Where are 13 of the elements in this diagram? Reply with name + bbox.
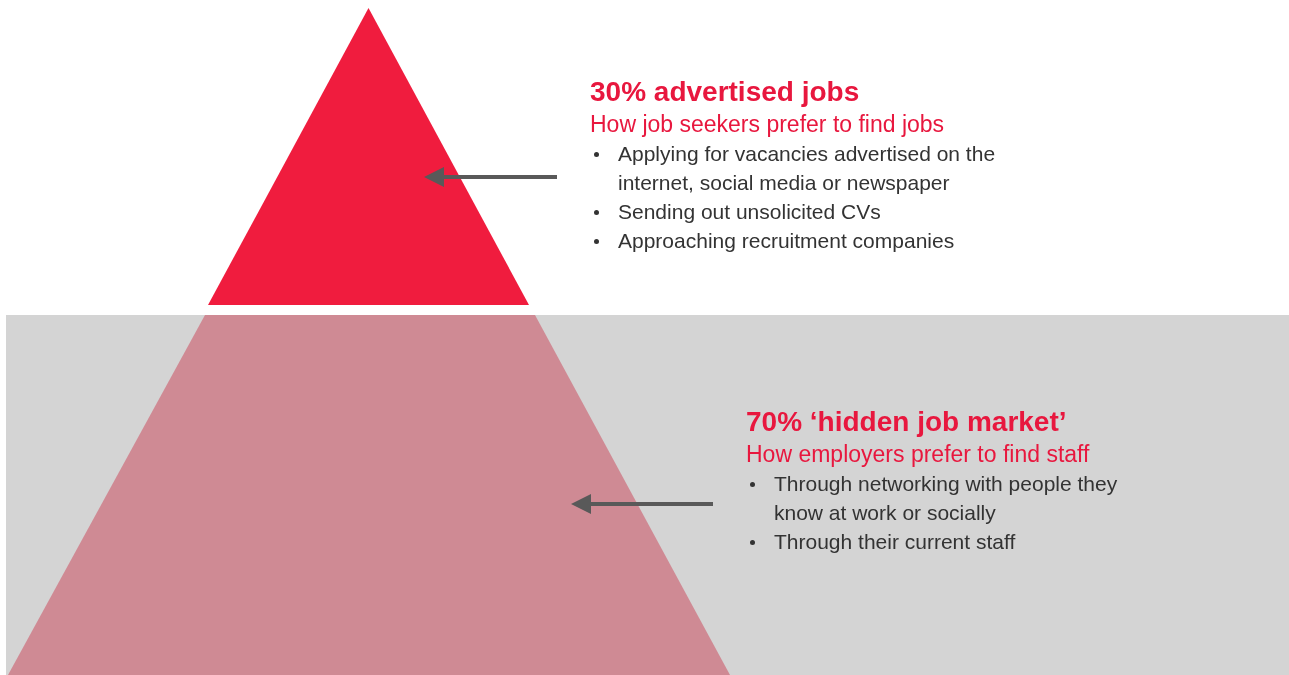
pyramid-base (8, 315, 730, 675)
bullet-item: Through networking with people they know at work or socially (746, 469, 1156, 527)
pyramid-tip (208, 8, 529, 305)
bullet-item: Applying for vacancies advertised on the internet, social media or newspaper (590, 139, 1020, 197)
subheading: How employers prefer to find staff (746, 440, 1091, 469)
arrow (571, 494, 713, 514)
bullet-item: Through their current staff (746, 527, 1156, 556)
arrow (424, 167, 557, 187)
subheading: How job seekers prefer to find jobs (590, 110, 946, 139)
bullet-item: Approaching recruitment companies (590, 226, 1020, 255)
heading: 30% advertised jobs (590, 75, 861, 109)
heading: 70% ‘hidden job market’ (746, 405, 1068, 439)
bullet-item: Sending out unsolicited CVs (590, 197, 1020, 226)
